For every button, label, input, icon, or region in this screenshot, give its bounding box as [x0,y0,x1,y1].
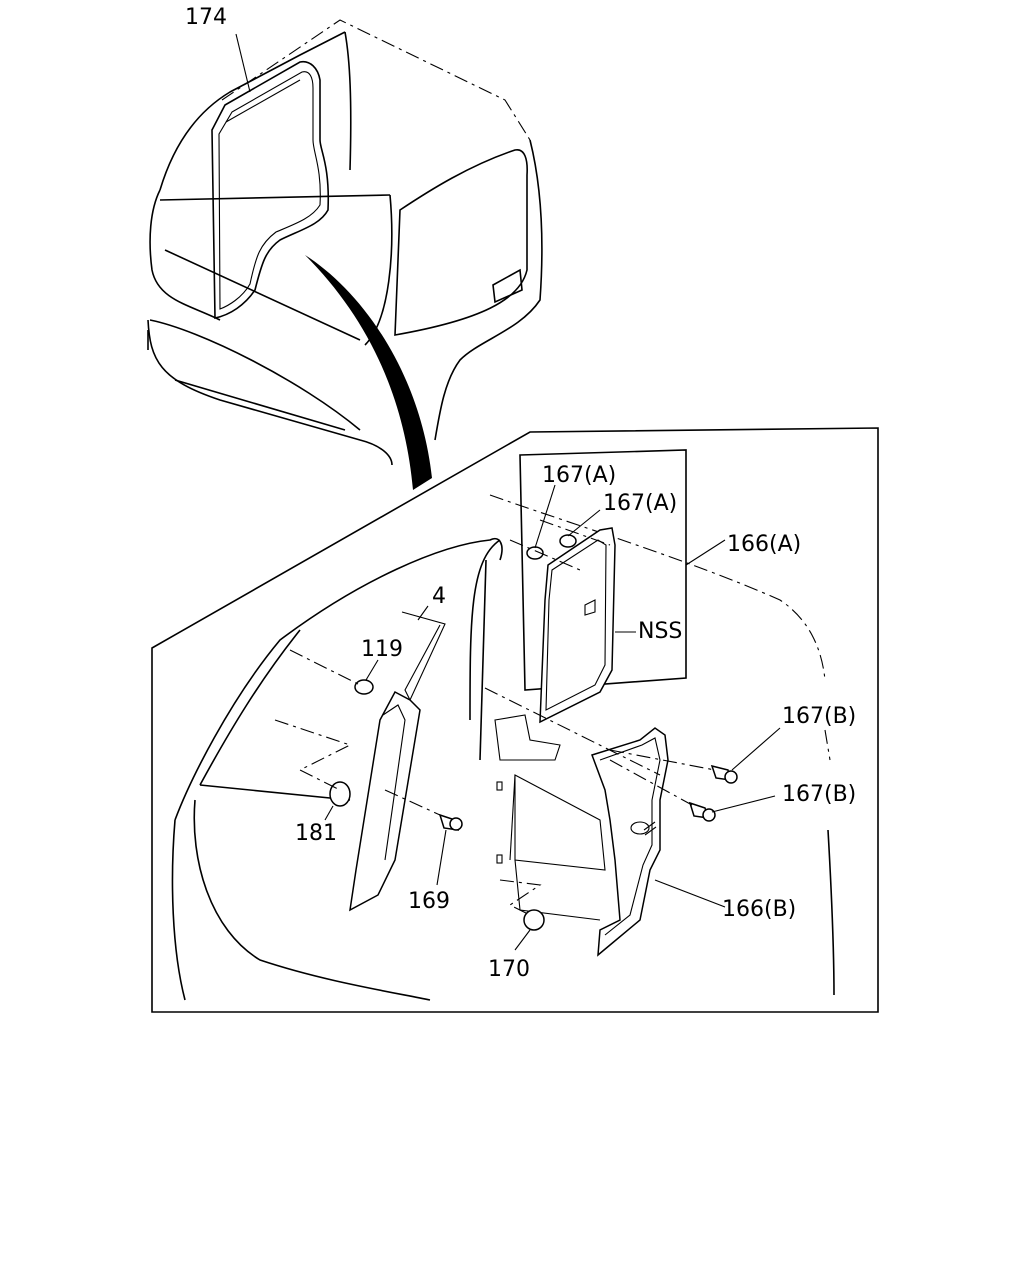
label-170: 170 [488,957,530,982]
label-167b-1: 167(B) [782,704,856,729]
part-4-pillar [274,605,463,912]
label-4: 4 [432,584,446,609]
detail-frame [151,427,879,1013]
label-169: 169 [408,889,450,914]
label-167a-1: 167(A) [542,463,616,488]
label-166a: 166(A) [727,532,801,557]
callout-labels: 174 167(A) 167(A) 166(A) NSS 4 119 167(B… [185,5,856,982]
cab-overview [147,19,543,490]
label-119: 119 [361,637,403,662]
label-181: 181 [295,821,337,846]
part-166b-group [484,687,781,957]
label-166b: 166(B) [722,897,796,922]
label-nss: NSS [638,619,682,644]
part-166a-group [509,449,726,724]
label-167b-2: 167(B) [782,782,856,807]
label-174: 174 [185,5,227,30]
label-167a-2: 167(A) [603,491,677,516]
